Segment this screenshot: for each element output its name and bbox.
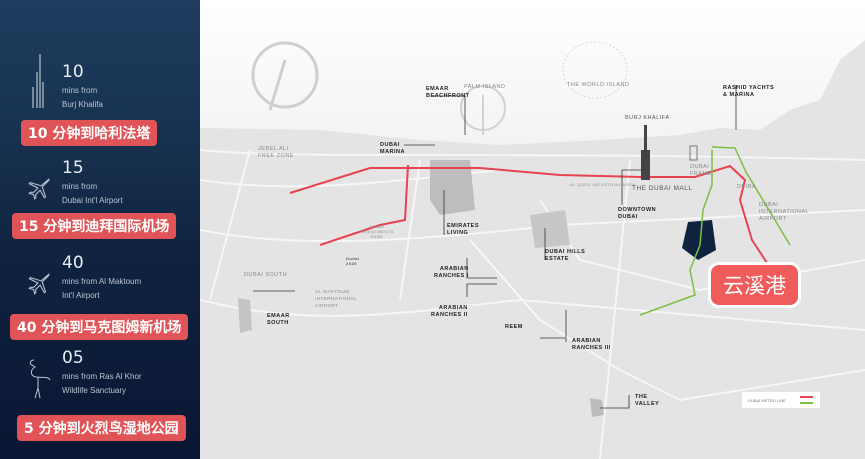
destination-label: Burj Khalifa — [62, 100, 103, 109]
airplane-icon — [28, 178, 50, 200]
minutes-value: 10 — [62, 62, 84, 82]
label-deira: DEIRA — [737, 184, 757, 190]
dubai-map: EMAAR BEACHFRONT PALM ISLAND THE WORLD I… — [200, 0, 865, 459]
minutes-value: 05 — [62, 348, 84, 368]
label-the-valley: THE VALLEY — [635, 394, 660, 407]
label-dubai-south: DUBAI SOUTH — [244, 272, 288, 278]
red-metro-line — [289, 164, 776, 276]
airplane-icon — [28, 273, 50, 295]
label-al-maktoum-airport: AL MAKTOUM INTERNATIONAL AIRPORT — [315, 289, 358, 308]
burj-khalifa-icon — [32, 54, 44, 108]
label-jebel-ali: JEBEL ALI FREE ZONE — [258, 146, 294, 159]
minutes-label: mins from Ras Al Khor — [62, 372, 142, 381]
label-emaar-south: EMAAR SOUTH — [267, 313, 290, 326]
label-al-quoz: AL QUOZ INDUSTRIAL AREA — [570, 182, 636, 187]
metro-legend: DUBAI METRO LINE — [742, 392, 820, 408]
label-emaar-beachfront: EMAAR BEACHFRONT — [426, 86, 470, 99]
pointer-lines — [253, 85, 737, 409]
label-reem: REEM — [505, 324, 523, 330]
palm-jebel-ali — [251, 41, 319, 111]
flamingo-icon — [29, 359, 51, 399]
chinese-badge: 40 分钟到马克图姆新机场 — [10, 314, 189, 340]
label-dubai-international-airport: DUBAI INTERNATIONAL AIRPORT — [759, 202, 810, 222]
label-dubai-hills-estate: DUBAI HILLS ESTATE — [545, 249, 586, 262]
travel-time-panel: 10 mins from Burj Khalifa 10 分钟到哈利法塔 15 … — [0, 0, 200, 459]
burj-khalifa-tower — [641, 125, 650, 180]
chinese-badge: 10 分钟到哈利法塔 — [21, 120, 158, 146]
label-emirates-living: EMIRATES LIVING — [447, 223, 480, 236]
minutes-label: mins from Al Maktoum — [62, 277, 142, 286]
chinese-badge: 5 分钟到火烈鸟湿地公园 — [17, 415, 186, 441]
green-metro-branch — [639, 150, 713, 316]
palm-jumeirah — [460, 85, 506, 135]
label-arabian-ranches-3: ARABIAN RANCHES III — [572, 338, 611, 351]
legend-red-line — [800, 396, 813, 398]
destination-label: Dubai Int'l Airport — [62, 196, 123, 205]
label-burj-khalifa: BURJ KHALIFA — [625, 115, 670, 121]
label-arabian-ranches-1: ARABIAN RANCHES I — [434, 266, 469, 279]
label-dubai-mall: THE DUBAI MALL — [632, 185, 693, 192]
minutes-value: 15 — [62, 158, 84, 178]
red-metro-branch — [319, 164, 409, 246]
label-expo-2020: Dubai 2020 — [346, 256, 360, 266]
yunxi-harbour-badge: 云溪港 — [711, 265, 798, 305]
green-metro-line — [711, 146, 791, 246]
minutes-label: mins from — [62, 86, 98, 95]
emirates-living-area — [430, 160, 475, 215]
world-island — [562, 41, 628, 99]
label-arabian-ranches-2: ARABIAN RANCHES II — [431, 305, 468, 318]
minutes-value: 40 — [62, 253, 84, 273]
label-world-island: THE WORLD ISLAND — [567, 82, 630, 88]
valley-area — [590, 398, 604, 417]
yunxi-district — [682, 220, 716, 260]
map-graphic — [200, 0, 865, 459]
legend-label: DUBAI METRO LINE — [748, 398, 786, 403]
label-rashid-yachts: RASHID YACHTS & MARINA — [723, 85, 775, 98]
minutes-label: mins from — [62, 182, 98, 191]
emaar-south-area — [238, 298, 252, 333]
destination-label: Int'l Airport — [62, 291, 100, 300]
label-downtown-dubai: DOWNTOWN DUBAI — [618, 207, 657, 220]
label-palm-island: PALM ISLAND — [464, 84, 506, 90]
dubai-frame — [689, 145, 698, 161]
chinese-badge: 15 分钟到迪拜国际机场 — [12, 213, 177, 239]
dubai-hills-area — [530, 210, 570, 248]
sea — [200, 0, 865, 145]
label-dubai-marina: DUBAI MARINA — [380, 142, 405, 155]
destination-label: Wildlife Sanctuary — [62, 386, 127, 395]
legend-green-line — [800, 402, 813, 404]
label-dubai-investments-park: DUBAI INVESTMENTS PARK — [360, 224, 394, 239]
label-dubai-frame: DUBAI FRAME — [690, 164, 712, 177]
